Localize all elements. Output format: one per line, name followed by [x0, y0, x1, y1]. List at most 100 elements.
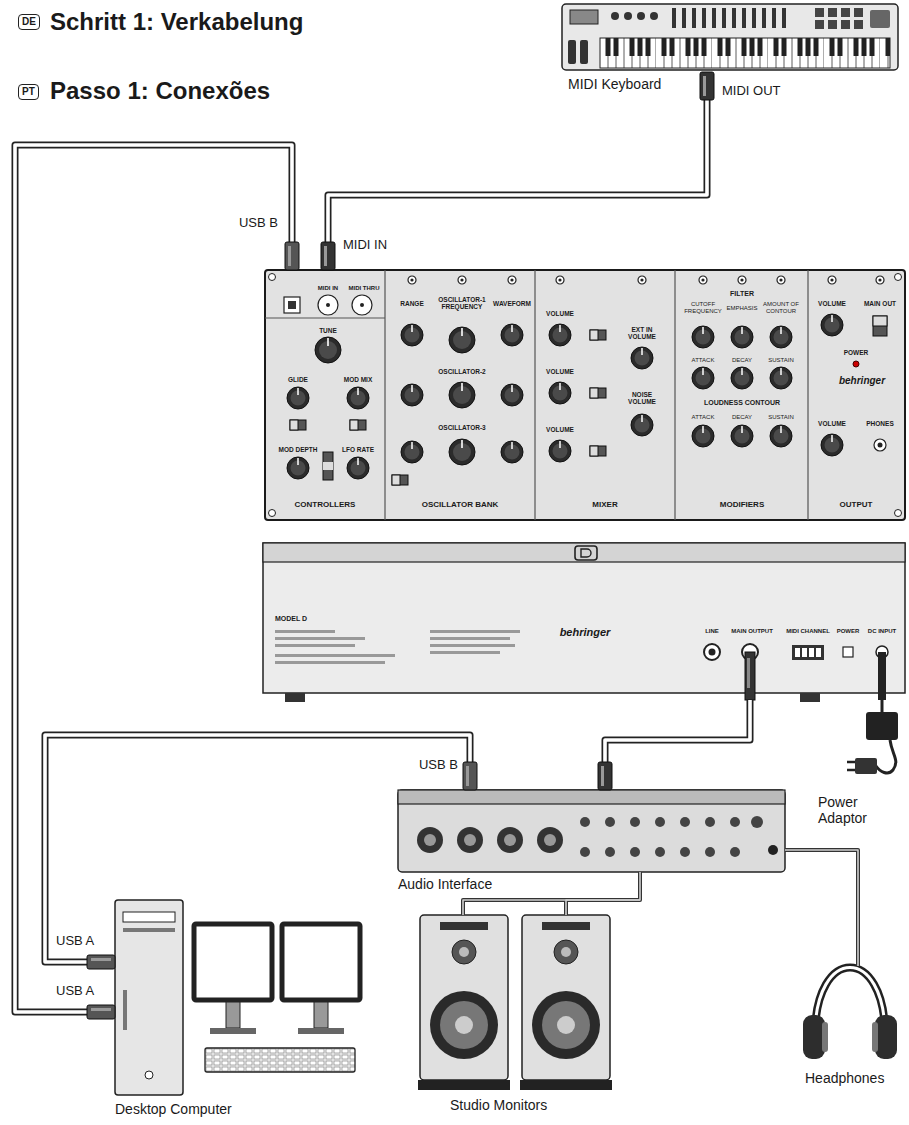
- synth-front-panel-drawing: [265, 270, 808, 520]
- panel-label: DC INPUT: [868, 628, 896, 635]
- synth-front-panel-drawing: [873, 316, 887, 326]
- synth-rear-panel-drawing: [575, 546, 597, 560]
- synth-front-panel-drawing: [549, 382, 571, 404]
- cable-connector: [785, 850, 858, 966]
- studio-monitors-drawing: [420, 915, 508, 1080]
- panel-label: WAVEFORM: [493, 300, 531, 307]
- text-holder: Power Adaptor: [818, 794, 888, 826]
- panel-label: OSCILLATOR-3: [438, 424, 485, 431]
- port-label: USB A: [56, 934, 94, 949]
- synth-rear-panel-drawing: [275, 644, 355, 647]
- text-holder: NOISE VOLUME: [620, 391, 664, 406]
- keyboard-drawing: [841, 8, 850, 17]
- synth-rear-panel-drawing: [275, 661, 385, 664]
- text-holder: MOD MIX: [344, 376, 373, 383]
- synth-front-panel-drawing: [287, 457, 309, 479]
- audio-interface-drawing: [464, 834, 476, 846]
- section-title: CONTROLLERS: [295, 500, 356, 509]
- studio-monitors-drawing: [520, 915, 612, 1090]
- synth-front-panel-drawing: [401, 441, 423, 463]
- cable-line: [328, 72, 707, 270]
- cable-plug: [87, 955, 115, 969]
- audio-interface-drawing: [680, 817, 690, 827]
- audio-interface-drawing: [544, 834, 556, 846]
- device-label: Power Adaptor: [818, 794, 888, 826]
- cable-plug: [91, 958, 111, 961]
- synth-front-panel-drawing: [352, 295, 372, 315]
- audio-interface-drawing: [504, 834, 516, 846]
- audio-interface-drawing: [680, 847, 690, 857]
- panel-label: MAIN OUT: [864, 300, 896, 307]
- synth-front-panel-drawing: [692, 425, 714, 447]
- synth-front-panel-drawing: [350, 420, 366, 430]
- text-holder: FILTER: [730, 290, 754, 298]
- cable-plug: [598, 762, 612, 790]
- power-adaptor-drawing: [866, 712, 898, 740]
- headphones-drawing: [803, 1015, 825, 1059]
- text-holder: behringer: [560, 626, 611, 639]
- audio-interface-drawing: [580, 817, 590, 827]
- studio-monitors-drawing: [554, 940, 578, 964]
- synth-rear-panel-drawing: [816, 648, 821, 657]
- synth-front-panel-drawing: [731, 425, 753, 447]
- text-holder: MIDI Keyboard: [568, 76, 661, 92]
- keyboard-drawing: [611, 12, 619, 20]
- keyboard-drawing: [762, 8, 766, 28]
- device-label: Studio Monitors: [450, 1097, 547, 1113]
- panel-label: ATTACK: [692, 357, 715, 364]
- synth-front-panel-drawing: [549, 440, 571, 462]
- text-holder: Audio Interface: [398, 876, 492, 892]
- synth-front-panel-drawing: [265, 270, 905, 520]
- synth-front-panel-drawing: [501, 441, 523, 463]
- studio-monitors-drawing: [440, 1001, 488, 1049]
- computer-drawing: [145, 1071, 153, 1079]
- cable-connector: [882, 700, 883, 712]
- keyboard-drawing: [712, 8, 716, 28]
- cable-line: [785, 850, 858, 966]
- keyboard-drawing: [568, 40, 576, 64]
- text-holder: OSCILLATOR BANK: [422, 500, 499, 509]
- synth-front-panel-drawing: [347, 387, 369, 409]
- audio-interface-drawing: [417, 827, 443, 853]
- cable-line: [566, 900, 640, 915]
- keyboard-drawing: [854, 8, 863, 17]
- synth-front-panel-drawing: [631, 414, 653, 436]
- synth-front-panel-drawing: [326, 303, 330, 307]
- panel-label: SUSTAIN: [768, 414, 794, 421]
- synth-rear-panel-drawing: [709, 649, 716, 656]
- synth-rear-panel-drawing: [430, 637, 510, 640]
- midi-keyboard: MIDI Keyboard: [562, 4, 898, 72]
- panel-label: LOUDNESS CONTOUR: [704, 399, 780, 407]
- cable-line: [15, 145, 292, 1012]
- cable-plug: [288, 246, 291, 266]
- keyboard-drawing: [637, 12, 645, 20]
- port-label: MIDI IN: [343, 238, 387, 253]
- text-holder: WAVEFORM: [493, 300, 531, 307]
- power-adaptor: Power Adaptor: [845, 712, 903, 778]
- synth-front-panel-drawing: [590, 446, 606, 456]
- text-holder: Studio Monitors: [450, 1097, 547, 1113]
- synth-rear-panel: MODEL D: [263, 543, 905, 700]
- synth-rear-panel-drawing: [275, 637, 365, 640]
- text-holder: ATTACK: [692, 414, 715, 421]
- cable-plug: [87, 1005, 115, 1019]
- panel-label: MOD DEPTH: [279, 446, 318, 453]
- synth-front-panel-drawing: [828, 276, 836, 284]
- section-title: OSCILLATOR BANK: [422, 500, 499, 509]
- synth-front-panel-drawing: [501, 384, 523, 406]
- synth-rear-panel-drawing: [878, 652, 886, 700]
- text-holder: Headphones: [805, 1070, 884, 1086]
- device-label: MODEL D: [275, 615, 307, 623]
- panel-label: FILTER: [730, 290, 754, 298]
- cable-line: [785, 850, 858, 966]
- keyboard-drawing: [742, 8, 746, 28]
- audio-interface-drawing: [730, 847, 740, 857]
- text-holder: CUTOFF FREQUENCY: [683, 301, 723, 315]
- synth-front-panel-drawing: [269, 274, 276, 281]
- synth-front-panel-drawing: [699, 276, 707, 284]
- synth-front-panel: CONTROLLERSOSCILLATOR BANKMIXERMODIFIERS…: [265, 270, 905, 520]
- synth-front-panel-drawing: [449, 382, 475, 408]
- audio-interface: Audio Interface: [398, 790, 785, 872]
- synth-front-panel-drawing: [692, 326, 714, 348]
